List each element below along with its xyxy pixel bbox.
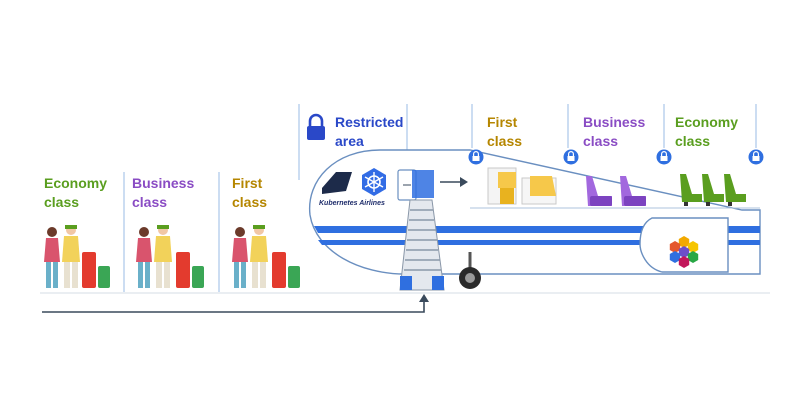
label-line: First bbox=[232, 175, 263, 191]
label-line: class bbox=[44, 194, 80, 210]
passenger-group-first bbox=[232, 225, 300, 288]
label-cabin-economy-class: Economy class bbox=[675, 113, 765, 151]
label-line: First bbox=[487, 114, 518, 130]
lock-icon bbox=[468, 149, 484, 165]
cockpit-window bbox=[322, 172, 352, 194]
airline-name: Kubernetes Airlines bbox=[319, 200, 385, 207]
label-line: class bbox=[487, 133, 523, 149]
lock-icon bbox=[563, 149, 579, 165]
label-line: Business bbox=[583, 114, 646, 130]
label-first-class: First class bbox=[232, 174, 322, 212]
section-dividers bbox=[123, 104, 757, 292]
label-cabin-business-class: Business class bbox=[583, 113, 673, 151]
economy-seat-icon bbox=[680, 174, 746, 206]
hexagon-cluster-icon bbox=[669, 236, 699, 268]
boarding-stairs bbox=[399, 170, 445, 291]
boarding-flow-arrowhead bbox=[419, 294, 429, 302]
label-line: Economy bbox=[44, 175, 108, 191]
label-restricted-area: Restricted area bbox=[335, 113, 415, 151]
passenger-group-business bbox=[136, 225, 204, 288]
lock-icon bbox=[656, 149, 672, 165]
label-line: class bbox=[583, 133, 619, 149]
passenger-group-economy bbox=[44, 225, 110, 288]
label-line: class bbox=[132, 194, 168, 210]
boarding-flow-arrow bbox=[42, 300, 425, 313]
label-business-class: Business class bbox=[132, 174, 222, 212]
label-economy-class: Economy class bbox=[44, 174, 134, 212]
label-line: Restricted bbox=[335, 114, 404, 130]
label-line: Business bbox=[132, 175, 195, 191]
business-seat-icon bbox=[586, 176, 646, 206]
label-line: class bbox=[675, 133, 711, 149]
kubernetes-logo-icon bbox=[362, 168, 386, 196]
label-cabin-first-class: First class bbox=[487, 113, 577, 151]
label-line: Economy bbox=[675, 114, 739, 130]
lock-icon bbox=[307, 113, 325, 140]
first-class-suite-icon bbox=[487, 167, 557, 205]
label-line: class bbox=[232, 194, 268, 210]
lock-icon bbox=[748, 149, 764, 165]
label-line: area bbox=[335, 133, 364, 149]
